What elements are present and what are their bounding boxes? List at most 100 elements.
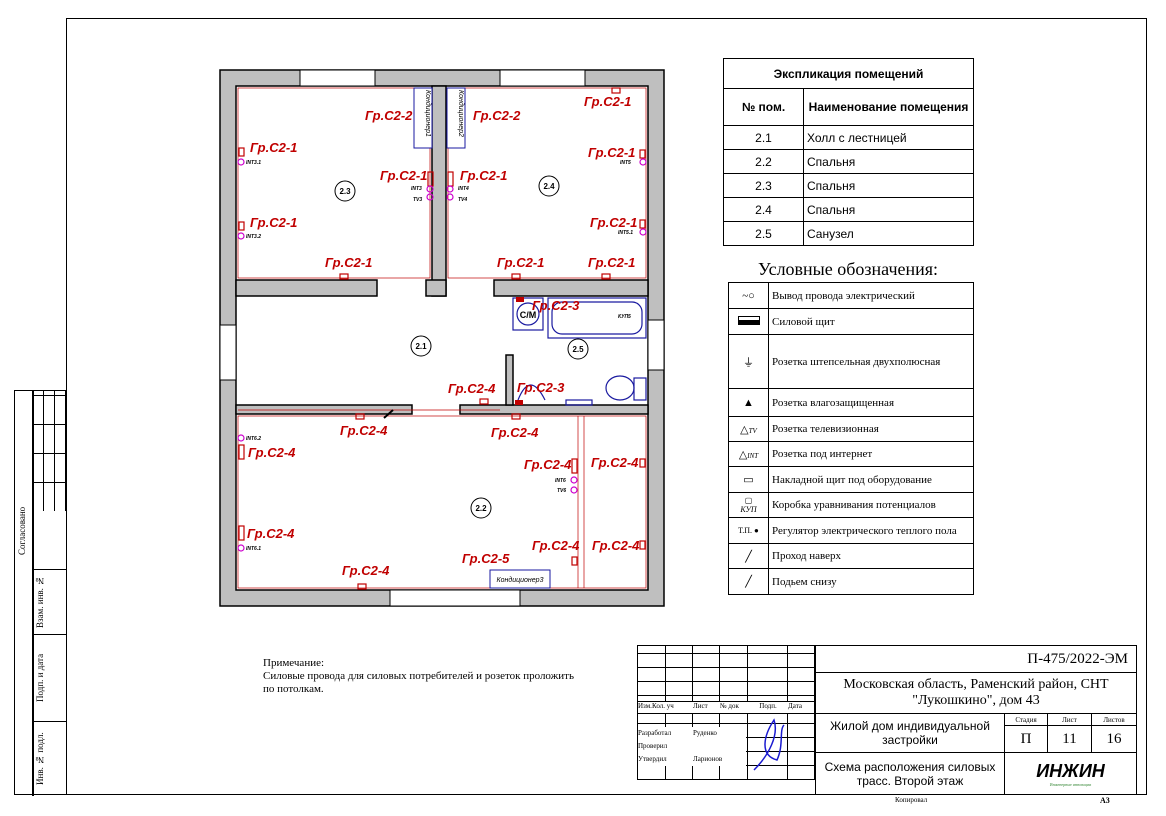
name-dev: Руденко <box>693 729 717 737</box>
room-2-1: 2.1 <box>415 342 427 351</box>
pass-up-icon <box>383 409 394 419</box>
stage-value: П <box>1004 725 1048 753</box>
room-num: 2.4 <box>723 197 804 222</box>
legend-label: Коробка уравнивания потенциалов <box>768 492 974 518</box>
socket-label: TV4 <box>458 197 467 203</box>
copied-label: Копировал <box>895 796 928 804</box>
group-label: Гр.С2-4 <box>491 425 539 440</box>
rise-below-icon: ╱ <box>728 568 769 595</box>
sheets-value: 16 <box>1091 725 1137 753</box>
group-label: Гр.С2-1 <box>584 94 631 109</box>
socket-label: INT3 <box>411 186 422 192</box>
washer-label: С/М <box>520 310 537 320</box>
group-label: Гр.С2-1 <box>380 168 427 183</box>
room-num: 2.1 <box>723 125 804 150</box>
ac3-label: Кондиционер3 <box>497 576 544 584</box>
group-label: Гр.С2-1 <box>250 140 297 155</box>
group-label: Гр.С2-1 <box>588 145 635 160</box>
legend-label: Розетка под интернет <box>768 441 974 467</box>
room-2-4: 2.4 <box>543 182 555 191</box>
group-label: Гр.С2-2 <box>365 108 413 123</box>
room-name: Холл с лестницей <box>803 125 974 150</box>
room-markers <box>334 175 589 519</box>
group-label: Гр.С2-4 <box>247 526 295 541</box>
h-izm: Изм. <box>638 702 652 710</box>
explication-table: Экспликация помещений № пом.Наименование… <box>723 58 974 246</box>
col-name: Наименование помещения <box>803 88 974 126</box>
note-text: Силовые провода для силовых потребителей… <box>263 670 574 695</box>
h-kol: Кол. уч <box>652 702 674 710</box>
pass-up-icon: ╱ <box>728 543 769 569</box>
socket-label: INT3.2 <box>246 234 261 240</box>
sanitary-fixtures <box>512 297 647 406</box>
legend-label: Подьем снизу <box>768 568 974 595</box>
socket-waterproof-icon: ▲ <box>728 388 769 417</box>
role-chk: Проверил <box>638 742 668 750</box>
legend-label: Проход наверх <box>768 543 974 569</box>
legend-label: Розетка телевизионная <box>768 416 974 442</box>
room-num: 2.3 <box>723 173 804 198</box>
group-label: Гр.С2-4 <box>340 423 388 438</box>
ac2-label: Кондиционер2 <box>457 90 465 137</box>
group-label: Гр.С2-1 <box>250 215 297 230</box>
socket-label: INT6.2 <box>246 436 261 442</box>
socket-tv-icon: △TV <box>728 416 769 442</box>
col-num: № пом. <box>723 88 804 126</box>
socket-label: INT3.1 <box>246 160 261 166</box>
logo-text: ИНЖИН <box>1036 760 1105 781</box>
wire-outlet-icon: ~○ <box>728 282 769 309</box>
group-label: Гр.С2-4 <box>248 445 296 460</box>
sign-date-label: Подп. и дата <box>35 653 45 703</box>
legend-table: ~○Вывод провода электрический Силовой щи… <box>728 282 974 595</box>
room-num: 2.5 <box>723 221 804 246</box>
legend-title: Условные обозначения: <box>758 259 939 279</box>
note: Примечание: Силовые провода для силовых … <box>263 657 583 696</box>
h-sign: Подп. <box>759 702 777 710</box>
socket-label: TV3 <box>413 197 422 203</box>
group-label: Гр.С2-3 <box>532 298 580 313</box>
sheet-value: 11 <box>1047 725 1092 753</box>
h-doc: № док <box>720 702 739 710</box>
walls <box>219 69 665 607</box>
room-name: Спальня <box>803 149 974 174</box>
legend-label: Розетка штепсельная двухполюсная <box>768 334 974 389</box>
floor-heating-icon: Т.П. ● <box>728 517 769 544</box>
lowcurrent-socket-icons <box>237 158 647 552</box>
floor-plan: С/М Кондиционер1 Кондиционер2 Кондиционе… <box>219 69 665 607</box>
group-label: Гр.С2-1 <box>460 168 507 183</box>
room-2-2: 2.2 <box>475 504 487 513</box>
group-label: Гр.С2-2 <box>473 108 521 123</box>
socket-label: INT6.1 <box>246 546 261 552</box>
socket-label: TV6 <box>557 488 566 494</box>
socket-label: КУП5 <box>618 314 631 320</box>
role-appr: Утвердил <box>638 755 667 763</box>
socket-label: INT4 <box>458 186 469 192</box>
room-num: 2.2 <box>723 149 804 174</box>
group-label: Гр.С2-1 <box>590 215 637 230</box>
legend-label: Вывод провода электрический <box>768 282 974 309</box>
sheet-title: Схема расположения силовых трасс. Второй… <box>815 752 1005 795</box>
ac1-label: Кондиционер1 <box>424 90 432 137</box>
group-label: Гр.С2-4 <box>342 563 390 578</box>
group-label: Гр.С2-1 <box>497 255 544 270</box>
side-stamp-strip: Согласовано Взам. инв. № Подп. и дата Ин… <box>14 390 67 796</box>
group-label: Гр.С2-3 <box>517 380 565 395</box>
kup-box-icon: ▢КУП <box>728 492 769 518</box>
group-label: Гр.С2-4 <box>448 381 496 396</box>
socket-label: INT5.1 <box>618 230 633 236</box>
legend-label: Силовой щит <box>768 308 974 335</box>
socket-internet-icon: △INT <box>728 441 769 467</box>
power-panel-icon <box>728 308 769 335</box>
room-name: Спальня <box>803 173 974 198</box>
room-2-5: 2.5 <box>572 345 584 354</box>
group-label: Гр.С2-5 <box>462 551 510 566</box>
group-label: Гр.С2-1 <box>325 255 372 270</box>
group-label: Гр.С2-4 <box>591 455 639 470</box>
h-list: Лист <box>693 702 708 710</box>
